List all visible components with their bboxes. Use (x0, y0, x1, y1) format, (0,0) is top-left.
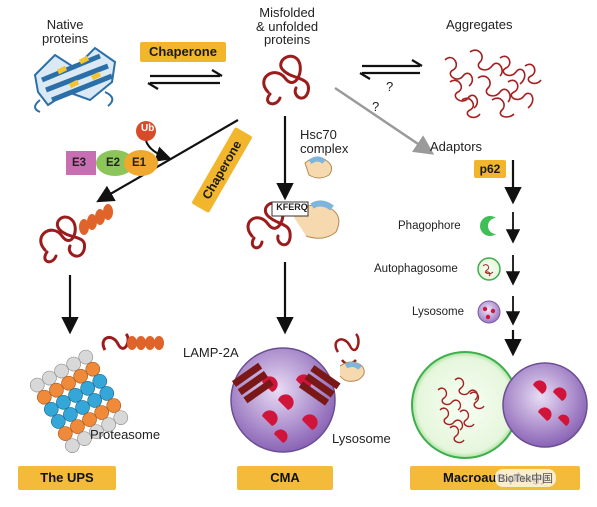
autophagosome-label: Autophagosome (374, 263, 458, 275)
small-lysosome-icon (477, 300, 501, 324)
cma-lysosome-label: Lysosome (332, 431, 391, 446)
e3-enzyme-icon (66, 151, 96, 175)
proteasome-icon (29, 332, 164, 453)
adaptors-label: Adaptors (430, 139, 483, 154)
question-mark-right: ? (386, 79, 394, 94)
lysosome-small-label: Lysosome (412, 306, 464, 318)
watermark: BioTek中国 (495, 469, 557, 487)
lamp-2a-label: LAMP-2A (183, 345, 239, 360)
equilibrium-arrows-left (147, 69, 223, 90)
question-mark-gray: ? (372, 99, 380, 114)
hsc70-complex-icon (304, 156, 333, 179)
equilibrium-arrows-right (359, 59, 423, 80)
ups-tagged-protein-icon (39, 204, 113, 264)
autolysosome-fusion-icon (411, 351, 588, 459)
ub-label: Ub (141, 123, 155, 134)
ups-title-box: The UPS (18, 466, 116, 490)
e2-label: E2 (106, 157, 121, 169)
aggregates-icon (444, 49, 542, 119)
gray-arrow-to-adaptors (334, 86, 435, 155)
kferq-label: KFERQ (276, 202, 308, 212)
phagophore-icon (480, 215, 496, 237)
autophagosome-icon (477, 257, 501, 281)
e2-enzyme-icon (96, 150, 134, 176)
kferq-protein-icon (246, 200, 340, 250)
p62-box: p62 (474, 160, 506, 178)
e3-label: E3 (72, 157, 87, 169)
phagophore-label: Phagophore (398, 220, 461, 232)
misfolded-protein-icon (262, 54, 310, 106)
chaperone-box-top: Chaperone (140, 42, 226, 62)
ubiquitin-icon (136, 121, 172, 162)
e1-label: E1 (132, 157, 147, 169)
e1-enzyme-icon (124, 150, 158, 176)
cma-lysosome-icon (230, 333, 365, 453)
aggregates-label: Aggregates (446, 17, 513, 32)
native-protein-icon (33, 46, 117, 113)
proteasome-label: Proteasome (90, 427, 161, 442)
cma-title-box: CMA (237, 466, 333, 490)
